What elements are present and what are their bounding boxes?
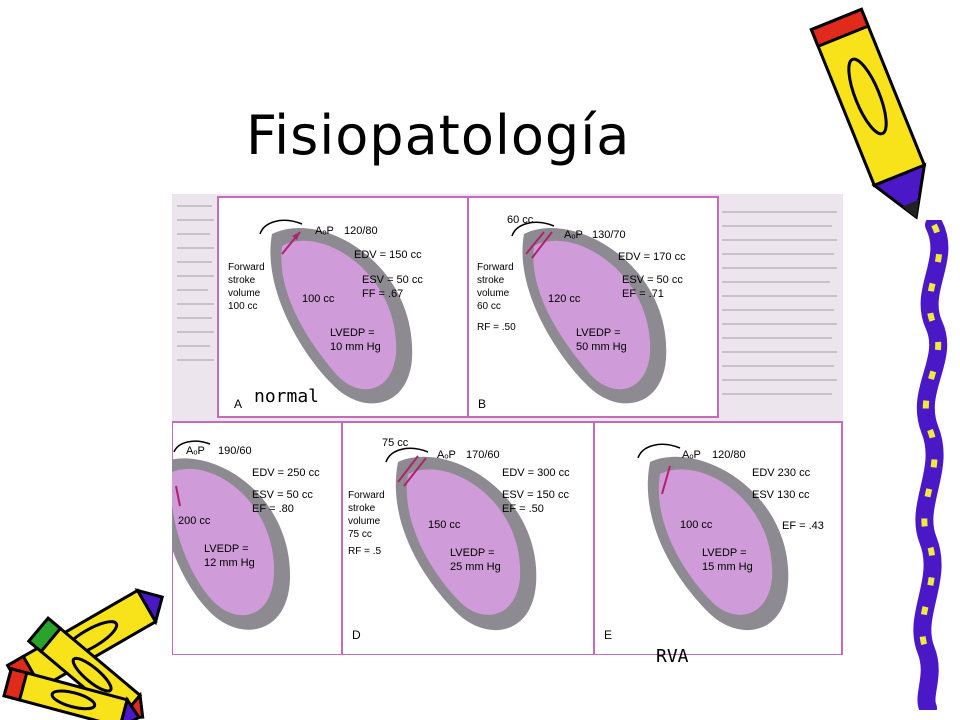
panel-d-fsv-2: stroke <box>348 503 376 514</box>
panel-d: 75 cc AₒP 170/60 EDV = 300 cc ESV = 150 … <box>341 421 595 655</box>
panel-d-fsv-3: volume <box>348 516 381 527</box>
panel-b-fsv-1: Forward <box>477 262 514 273</box>
panel-a-esv: ESV = 50 cc <box>362 274 423 286</box>
panel-b-fsv-4: 60 cc <box>477 301 501 312</box>
panel-b-rf: RF = .50 <box>477 322 516 333</box>
panel-b-fsv-3: volume <box>477 288 510 299</box>
panel-c-lvedp-1: LVEDP = <box>204 543 249 555</box>
panel-e-lvedp-2: 15 mm Hg <box>702 561 753 573</box>
pencil-icon-top-right <box>809 7 927 220</box>
panel-d-inner-volume: 150 cc <box>428 519 461 531</box>
panel-a-ef: FF = .67 <box>362 288 403 300</box>
panel-e-ef: EF = .43 <box>782 520 824 532</box>
panel-b: 60 cc AₒP 130/70 EDV = 170 cc ESV = 50 c… <box>467 196 719 418</box>
note-normal: normal <box>254 386 320 407</box>
panel-c-lvedp-2: 12 mm Hg <box>204 557 255 569</box>
panel-a-inner-volume: 100 cc <box>302 293 335 305</box>
slide-title: Fisiopatología <box>246 104 631 167</box>
panel-b-inner-volume: 120 cc <box>548 293 581 305</box>
panel-a-fsv-4: 100 cc <box>228 301 257 312</box>
panel-d-ef: EF = .50 <box>502 503 544 515</box>
panel-d-fsv-1: Forward <box>348 490 385 501</box>
panel-e-aop-label: AₒP <box>682 449 701 461</box>
panel-d-rf: RF = .5 <box>348 546 382 557</box>
panel-b-esv: ESV = 50 cc <box>622 274 683 286</box>
panel-d-aop-label: AₒP <box>437 449 456 461</box>
panel-b-lvedp-2: 50 mm Hg <box>576 341 627 353</box>
background-text-lines <box>177 205 837 395</box>
panel-e-lvedp-1: LVEDP = <box>702 547 747 559</box>
panel-a-fsv-3: volume <box>228 288 261 299</box>
panel-b-ef: EF = .71 <box>622 288 664 300</box>
panel-c-aop-label: AₒP <box>186 445 205 457</box>
panel-d-letter: D <box>352 628 361 642</box>
panel-d-pressure: 170/60 <box>466 449 500 461</box>
panel-e: AₒP 120/80 EDV 230 cc ESV 130 cc EF = .4… <box>593 421 843 655</box>
panel-a-aop-label: AₒP <box>315 225 334 237</box>
panel-a-fsv-1: Forward <box>228 262 265 273</box>
panel-e-pressure: 120/80 <box>712 449 746 461</box>
panel-b-pressure: 130/70 <box>592 229 626 241</box>
pencils-icon-bottom-left <box>2 588 165 720</box>
panel-d-edv: EDV = 300 cc <box>502 467 570 479</box>
panel-a-lvedp-2: 10 mm Hg <box>330 341 381 353</box>
panel-d-lvedp-2: 25 mm Hg <box>450 561 501 573</box>
panel-c-ef: EF = .80 <box>252 503 294 515</box>
panel-b-lvedp-1: LVEDP = <box>576 327 621 339</box>
note-rva: RVA <box>656 646 689 667</box>
panel-e-edv: EDV 230 cc <box>752 467 811 479</box>
panel-d-fsv-4: 75 cc <box>348 529 372 540</box>
panel-a-letter: A <box>234 397 242 411</box>
panel-d-regurg: 75 cc <box>382 437 409 449</box>
panel-c-edv: EDV = 250 cc <box>252 467 320 479</box>
figure-canvas: AₒP 120/80 EDV = 150 cc ESV = 50 cc FF =… <box>172 196 843 655</box>
panel-a-edv: EDV = 150 cc <box>354 249 422 261</box>
panel-c-esv: ESV = 50 cc <box>252 489 313 501</box>
panel-c-pressure: 190/60 <box>218 445 252 457</box>
panel-e-inner-volume: 100 cc <box>680 519 713 531</box>
wavy-border-right <box>913 220 949 710</box>
panel-c: AₒP 190/60 EDV = 250 cc ESV = 50 cc EF =… <box>172 421 343 655</box>
panel-e-letter: E <box>604 628 612 642</box>
panel-d-lvedp-1: LVEDP = <box>450 547 495 559</box>
panel-b-letter: B <box>478 397 486 411</box>
panel-a: AₒP 120/80 EDV = 150 cc ESV = 50 cc FF =… <box>217 196 469 418</box>
hemodynamics-figure: AₒP 120/80 EDV = 150 cc ESV = 50 cc FF =… <box>172 194 843 655</box>
panel-a-pressure: 120/80 <box>344 225 378 237</box>
panel-b-regurg: 60 cc <box>507 214 534 226</box>
panel-c-inner-volume: 200 cc <box>178 515 211 527</box>
panel-d-esv: ESV = 150 cc <box>502 489 569 501</box>
panel-b-aop-label: AₒP <box>564 229 583 241</box>
panel-b-edv: EDV = 170 cc <box>618 251 686 263</box>
panel-a-lvedp-1: LVEDP = <box>330 327 375 339</box>
panel-b-fsv-2: stroke <box>477 275 505 286</box>
panel-e-esv: ESV 130 cc <box>752 489 810 501</box>
panel-a-fsv-2: stroke <box>228 275 256 286</box>
